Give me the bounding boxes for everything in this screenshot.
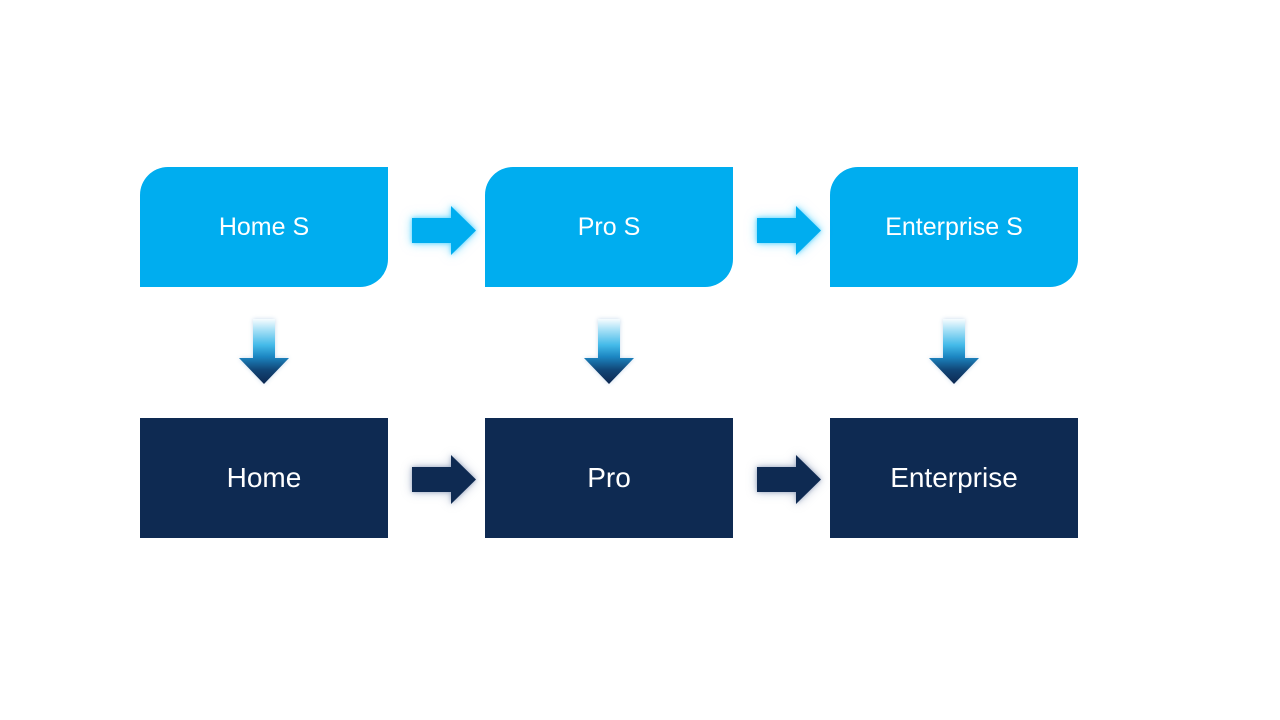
right-arrow-icon [412, 206, 476, 255]
down-arrow-icon [239, 319, 289, 384]
node-pro-s: Pro S [485, 167, 733, 287]
down-arrow-icon [929, 319, 979, 384]
right-arrow-icon [757, 206, 821, 255]
right-arrow-icon [412, 455, 476, 504]
node-home-s: Home S [140, 167, 388, 287]
right-arrow-icon [757, 455, 821, 504]
node-enterprise: Enterprise [830, 418, 1078, 538]
node-home: Home [140, 418, 388, 538]
node-pro-s-label: Pro S [577, 213, 641, 241]
node-home-s-label: Home S [218, 213, 310, 241]
node-pro: Pro [485, 418, 733, 538]
node-enterprise-s-label: Enterprise S [885, 213, 1023, 241]
down-arrow-icon [584, 319, 634, 384]
node-enterprise-label: Enterprise [890, 462, 1018, 494]
node-enterprise-s: Enterprise S [830, 167, 1078, 287]
node-pro-label: Pro [587, 462, 631, 494]
node-home-label: Home [226, 462, 302, 494]
